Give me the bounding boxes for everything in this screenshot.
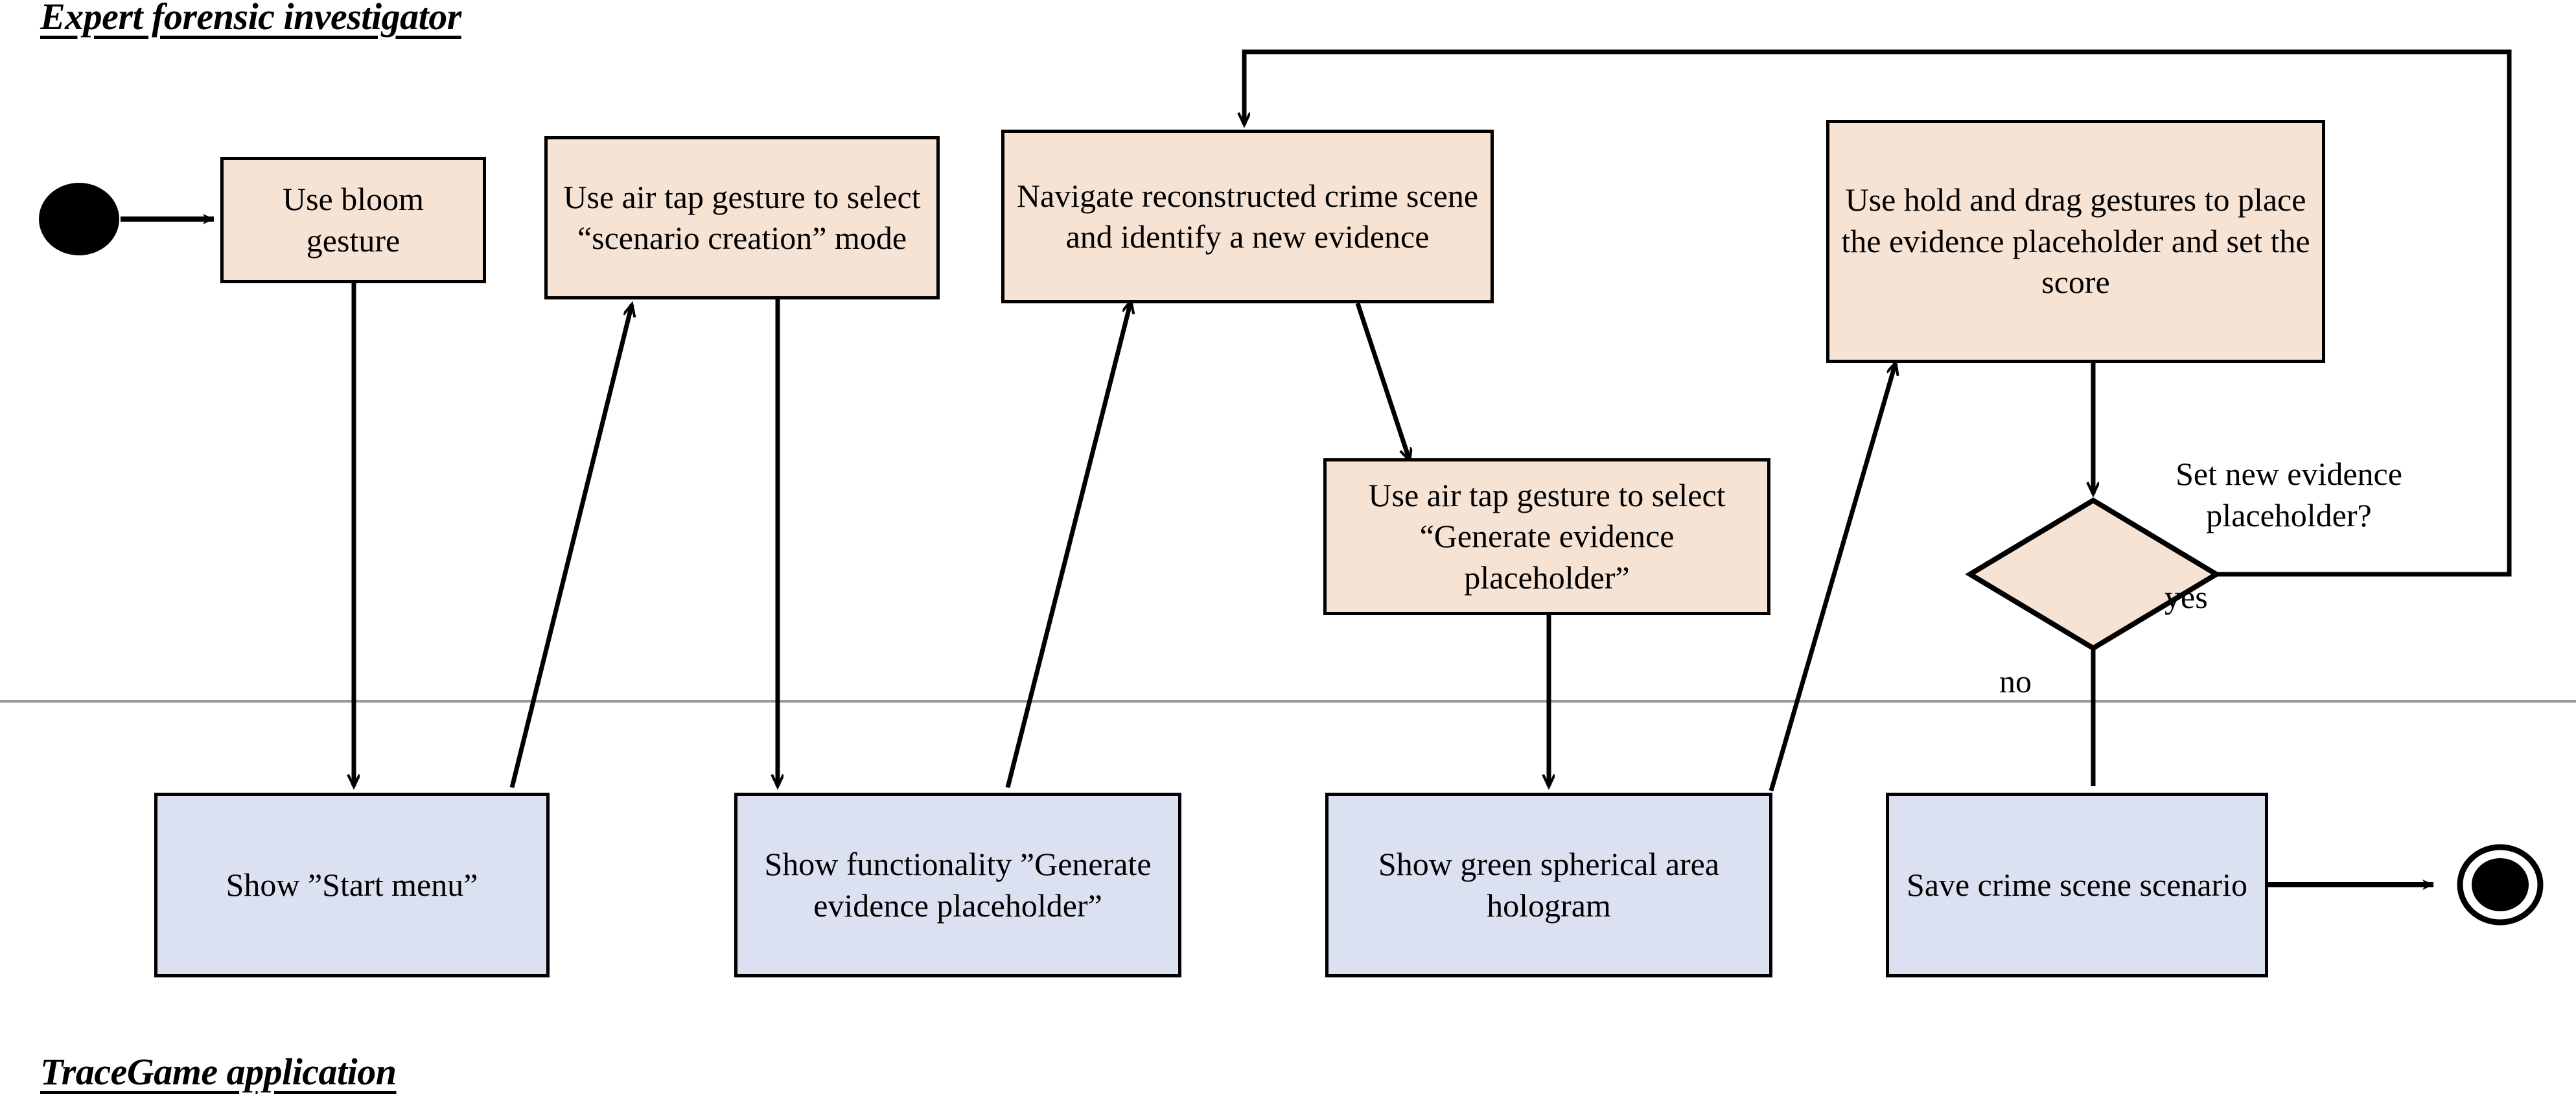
response-show-functionality-generate-placeholder-label: Show functionality ”Generate evidence pl… (764, 846, 1152, 924)
decision-no-label: no (1999, 663, 2032, 699)
action-use-air-tap-generate-placeholder[interactable]: Use air tap gesture to select “Generate … (1323, 458, 1770, 615)
end-node-core (2472, 858, 2529, 911)
edge-navigate-to-airtap-generate (1355, 302, 1410, 460)
response-show-green-spherical-hologram-label: Show green spherical area hologram (1378, 846, 1720, 924)
start-node (39, 183, 119, 255)
action-navigate-crime-scene-label: Navigate reconstructed crime scene and i… (1016, 177, 1479, 255)
edge-functionality-to-navigate (1005, 301, 1131, 788)
action-use-hold-and-drag-gestures-label: Use hold and drag gestures to place the … (1841, 181, 2310, 301)
action-navigate-crime-scene[interactable]: Navigate reconstructed crime scene and i… (1001, 130, 1494, 303)
response-show-green-spherical-hologram[interactable]: Show green spherical area hologram (1325, 793, 1772, 977)
edge-decision-yes-loop (1244, 49, 2512, 577)
action-use-hold-and-drag-gestures[interactable]: Use hold and drag gestures to place the … (1826, 120, 2325, 363)
response-show-start-menu-label: Show ”Start menu” (226, 866, 478, 903)
response-save-crime-scene-scenario[interactable]: Save crime scene scenario (1886, 793, 2268, 977)
decision-yes-label: yes (2164, 579, 2208, 615)
decision-question-label: Set new evidence placeholder? (2176, 456, 2402, 533)
edge-startmenu-to-airtap-scenario (509, 305, 632, 788)
swimlane-label-top: Expert forensic investigator (40, 0, 461, 38)
action-use-air-tap-generate-placeholder-label: Use air tap gesture to select “Generate … (1368, 476, 1726, 596)
action-use-air-tap-scenario-creation[interactable]: Use air tap gesture to select “scenario … (544, 136, 940, 299)
action-use-bloom-gesture[interactable]: Use bloom gesture (220, 157, 486, 283)
edge-hologram-to-holddrag (1769, 363, 1896, 791)
swimlane-label-bottom: TraceGame application (40, 1051, 397, 1093)
action-use-bloom-gesture-label: Use bloom gesture (282, 181, 424, 259)
response-show-functionality-generate-placeholder[interactable]: Show functionality ”Generate evidence pl… (734, 793, 1181, 977)
action-use-air-tap-scenario-creation-label: Use air tap gesture to select “scenario … (563, 178, 921, 257)
response-save-crime-scene-scenario-label: Save crime scene scenario (1906, 866, 2248, 903)
response-show-start-menu[interactable]: Show ”Start menu” (154, 793, 550, 977)
